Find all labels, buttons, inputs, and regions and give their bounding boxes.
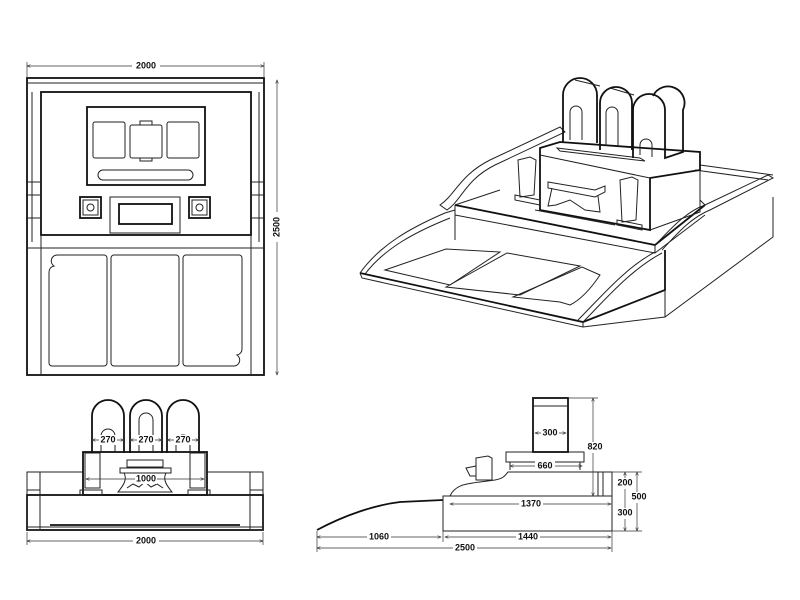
plan-floor-slab-right bbox=[182, 254, 243, 367]
plan-incense-stand bbox=[109, 196, 181, 234]
plan-view: 2000 2500 bbox=[26, 60, 283, 376]
plan-outline bbox=[26, 77, 265, 376]
plan-upper-platform bbox=[40, 91, 252, 236]
iso-floor-slab-1 bbox=[383, 248, 502, 286]
side-upper-step-height-dimension: 200 bbox=[617, 477, 632, 487]
front-post-left bbox=[26, 471, 41, 531]
isometric-view bbox=[359, 77, 775, 328]
side-stone-depth-dimension: 300 bbox=[542, 427, 557, 437]
front-post-right bbox=[249, 471, 264, 531]
iso-stone-right bbox=[632, 85, 686, 160]
iso-base-front-edge bbox=[359, 250, 666, 323]
plan-slot bbox=[97, 169, 194, 181]
side-slope-curve bbox=[316, 499, 444, 531]
iso-platform bbox=[539, 141, 701, 232]
plan-width-dimension: 2000 bbox=[136, 60, 156, 70]
iso-vase-right bbox=[619, 176, 639, 223]
front-platform-width-dimension: 1000 bbox=[136, 473, 156, 483]
plan-stone-left bbox=[92, 121, 126, 159]
plan-stone-right bbox=[166, 121, 200, 159]
front-stone-width-1: 270 bbox=[100, 434, 115, 444]
iso-stone-center bbox=[599, 86, 633, 150]
iso-floor-slab-3 bbox=[511, 266, 601, 306]
front-stone-center bbox=[129, 399, 163, 453]
plan-vase-right bbox=[188, 196, 211, 219]
side-vase bbox=[465, 455, 493, 481]
side-stone bbox=[532, 397, 569, 453]
side-base-height-dimension: 300 bbox=[617, 507, 632, 517]
front-stone-right bbox=[166, 399, 200, 453]
iso-left-wall bbox=[439, 126, 566, 211]
iso-vase-left bbox=[517, 156, 537, 198]
plan-floor-slab-left bbox=[48, 254, 108, 367]
side-platform-depth-dimension: 660 bbox=[537, 460, 552, 470]
front-stone-width-3: 270 bbox=[175, 434, 190, 444]
side-stone-height-dimension: 820 bbox=[587, 441, 602, 451]
plan-stone-center bbox=[129, 124, 163, 159]
side-elevation: 300 660 820 200 300 500 1370 1060 1440 2… bbox=[316, 397, 648, 553]
front-elevation: 270 270 270 1000 2000 bbox=[26, 399, 264, 547]
side-upper-depth-dimension: 1370 bbox=[521, 498, 541, 508]
plan-vase-left bbox=[79, 196, 102, 219]
front-total-width-dimension: 2000 bbox=[136, 535, 156, 545]
side-total-height-dimension: 500 bbox=[631, 491, 646, 501]
front-stone-width-2: 270 bbox=[138, 434, 153, 444]
front-stone-left bbox=[91, 399, 125, 453]
plan-depth-dimension: 2500 bbox=[271, 217, 281, 237]
iso-floor-slab-2 bbox=[444, 252, 582, 296]
plan-stone-frame bbox=[86, 106, 206, 186]
front-platform bbox=[82, 451, 208, 496]
iso-stone-left bbox=[562, 77, 598, 143]
side-total-depth-dimension: 2500 bbox=[455, 542, 475, 552]
side-base-depth-dimension: 1440 bbox=[518, 531, 538, 541]
iso-incense-stand bbox=[547, 181, 606, 198]
side-slope-depth-dimension: 1060 bbox=[369, 531, 389, 541]
plan-floor-slab-center bbox=[110, 254, 180, 367]
side-base bbox=[442, 495, 613, 532]
